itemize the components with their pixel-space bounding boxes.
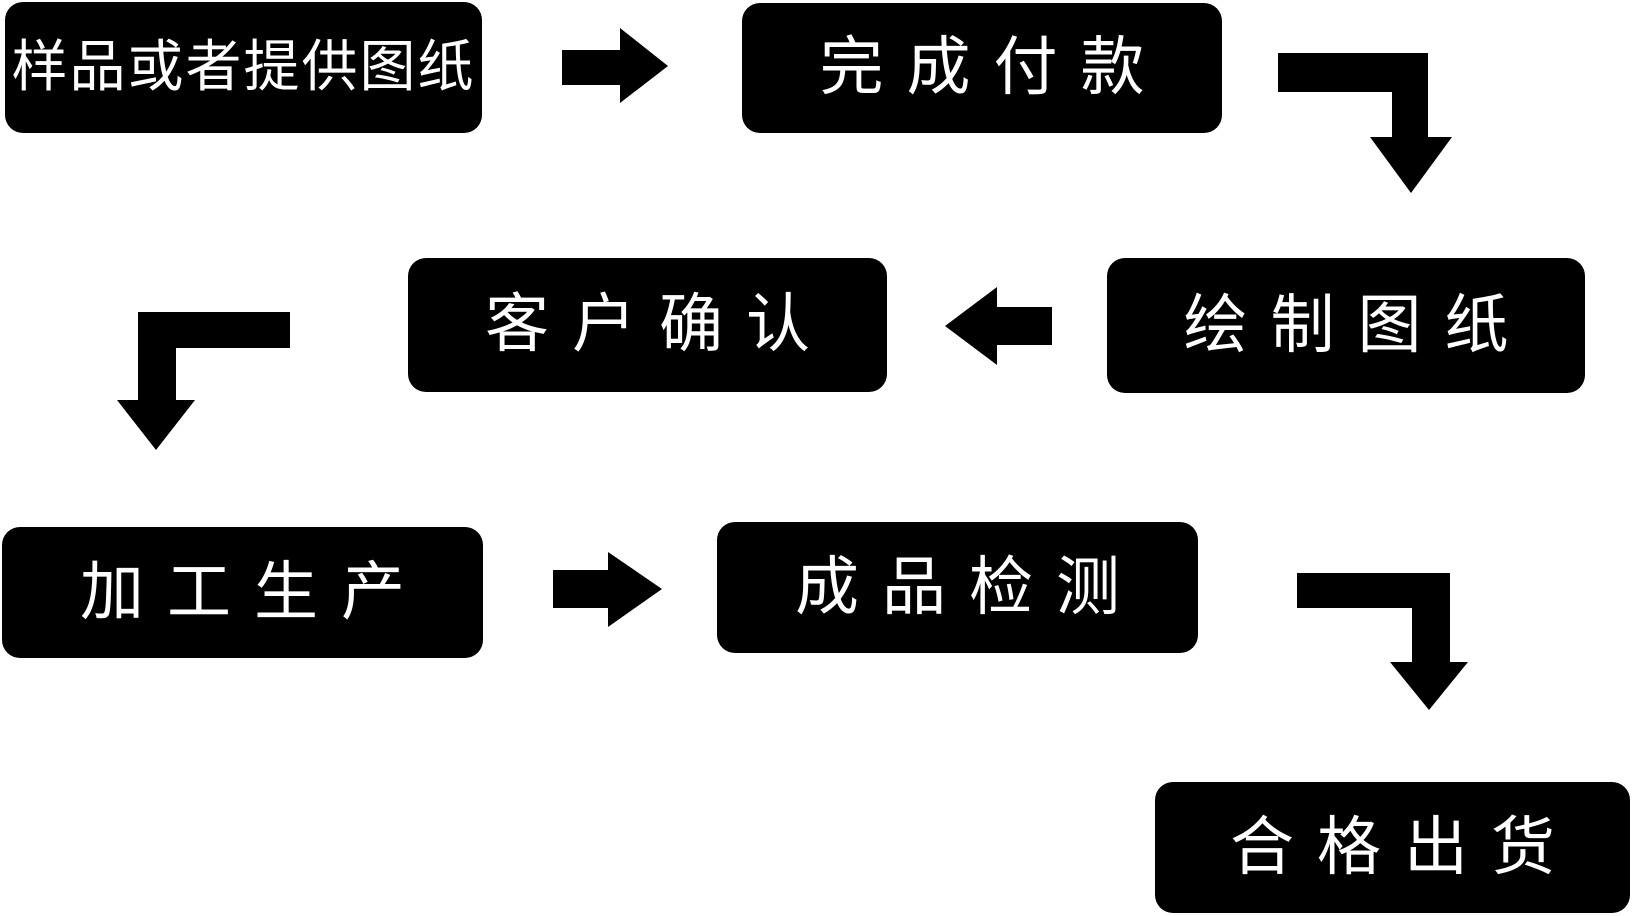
arrow-drawing-to-confirm-icon (945, 287, 1052, 365)
flow-node-qualified-shipment: 合格出货 (1155, 782, 1630, 913)
arrow-confirm-to-production-icon (117, 312, 290, 450)
flow-node-customer-confirmation: 客户确认 (408, 258, 887, 392)
flow-node-complete-payment: 完成付款 (742, 3, 1222, 133)
flow-node-finished-product-inspection: 成品检测 (717, 522, 1198, 653)
flow-node-draw-drawings: 绘制图纸 (1107, 258, 1585, 393)
flow-node-processing-production: 加工生产 (2, 527, 483, 658)
arrow-production-to-inspection-icon (553, 552, 662, 627)
arrow-sample-to-payment-icon (562, 28, 668, 103)
flow-node-sample-or-provide-drawings: 样品或者提供图纸 (5, 2, 482, 133)
arrow-payment-to-drawing-icon (1278, 53, 1452, 193)
arrow-inspection-to-shipment-icon (1297, 573, 1468, 710)
